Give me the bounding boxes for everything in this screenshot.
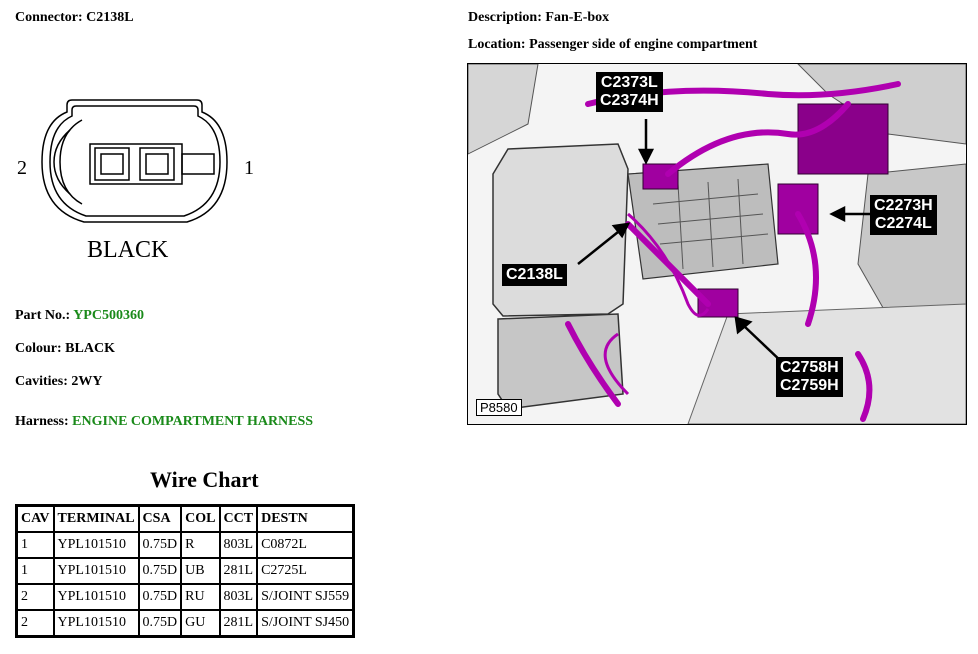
diagram-colour-caption: BLACK — [87, 237, 169, 263]
cell-csa: 0.75D — [137, 557, 183, 585]
header-cct: CCT — [218, 504, 259, 533]
part-no-line: Part No.: YPC500360 — [15, 308, 144, 324]
harness-line: Harness: ENGINE COMPARTMENT HARNESS — [15, 414, 313, 430]
location-label: Location: — [468, 37, 526, 52]
colour-line: Colour: BLACK — [15, 341, 115, 357]
cavities-value: 2WY — [71, 374, 103, 389]
description-value: Fan-E-box — [545, 10, 610, 25]
cell-destn: S/JOINT SJ559 — [256, 583, 355, 611]
pin-right-label: 1 — [244, 157, 254, 179]
wire-chart-title: Wire Chart — [150, 467, 259, 492]
table-row: 1 YPL101510 0.75D UB 281L C2725L — [15, 557, 355, 585]
harness-value: ENGINE COMPARTMENT HARNESS — [72, 414, 314, 429]
cell-cav: 2 — [15, 583, 55, 611]
cell-terminal: YPL101510 — [52, 557, 140, 585]
location-value: Passenger side of engine compartment — [529, 37, 758, 52]
harness-label: Harness: — [15, 414, 69, 429]
cell-col: RU — [180, 583, 221, 611]
cell-destn: S/JOINT SJ450 — [256, 609, 355, 638]
header-terminal: TERMINAL — [52, 504, 140, 533]
connector-face-diagram: 2 1 BLACK — [17, 99, 254, 263]
cell-cav: 1 — [15, 531, 55, 559]
header-csa: CSA — [137, 504, 183, 533]
cell-csa: 0.75D — [137, 531, 183, 559]
header-col: COL — [180, 504, 221, 533]
description-line: Description: Fan-E-box — [468, 10, 609, 26]
callout-c2374h: C2374H — [600, 92, 659, 109]
colour-label: Colour: — [15, 341, 62, 356]
location-line: Location: Passenger side of engine compa… — [468, 37, 757, 53]
callout-c2273h: C2273H — [874, 197, 933, 214]
cell-cav: 1 — [15, 557, 55, 585]
engine-bay-illustration: C2373L C2374H C2273H C2274L C2138L C2758… — [467, 63, 967, 425]
cell-csa: 0.75D — [137, 609, 183, 638]
header-cav: CAV — [15, 504, 55, 533]
header-destn: DESTN — [256, 504, 355, 533]
callout-c2758h: C2758H — [780, 359, 839, 376]
pin-left-label: 2 — [17, 157, 27, 179]
cell-cct: 803L — [218, 531, 259, 559]
cell-destn: C0872L — [256, 531, 355, 559]
callout-c2138l: C2138L — [502, 264, 567, 286]
connector-label: Connector: — [15, 10, 83, 25]
cell-terminal: YPL101510 — [52, 609, 140, 638]
cell-terminal: YPL101510 — [52, 531, 140, 559]
cell-col: UB — [180, 557, 221, 585]
cell-col: R — [180, 531, 221, 559]
cell-cct: 803L — [218, 583, 259, 611]
table-header-row: CAV TERMINAL CSA COL CCT DESTN — [15, 504, 355, 533]
callout-c2759h: C2759H — [780, 377, 839, 394]
table-row: 2 YPL101510 0.75D RU 803L S/JOINT SJ559 — [15, 583, 355, 611]
connector-value: C2138L — [86, 10, 134, 25]
cell-col: GU — [180, 609, 221, 638]
callout-c2373-c2374: C2373L C2374H — [596, 72, 663, 112]
table-row: 2 YPL101510 0.75D GU 281L S/JOINT SJ450 — [15, 609, 355, 638]
callout-c2373l: C2373L — [600, 74, 658, 91]
cell-cct: 281L — [218, 557, 259, 585]
table-row: 1 YPL101510 0.75D R 803L C0872L — [15, 531, 355, 559]
callout-c2273-c2274: C2273H C2274L — [870, 195, 937, 235]
callout-c2274l: C2274L — [874, 215, 932, 232]
cavities-label: Cavities: — [15, 374, 68, 389]
cell-cav: 2 — [15, 609, 55, 638]
connector-line: Connector: C2138L — [15, 10, 134, 26]
part-no-label: Part No.: — [15, 308, 71, 323]
cell-csa: 0.75D — [137, 583, 183, 611]
cell-terminal: YPL101510 — [52, 583, 140, 611]
callout-c2758-c2759: C2758H C2759H — [776, 357, 843, 397]
cell-cct: 281L — [218, 609, 259, 638]
colour-value: BLACK — [65, 341, 115, 356]
photo-id-label: P8580 — [476, 399, 522, 416]
description-label: Description: — [468, 10, 542, 25]
cavities-line: Cavities: 2WY — [15, 374, 103, 390]
cell-destn: C2725L — [256, 557, 355, 585]
engine-bay-drawing — [467, 63, 967, 425]
wire-chart-table: CAV TERMINAL CSA COL CCT DESTN 1 YPL1015… — [15, 504, 356, 638]
part-no-value: YPC500360 — [73, 308, 144, 323]
